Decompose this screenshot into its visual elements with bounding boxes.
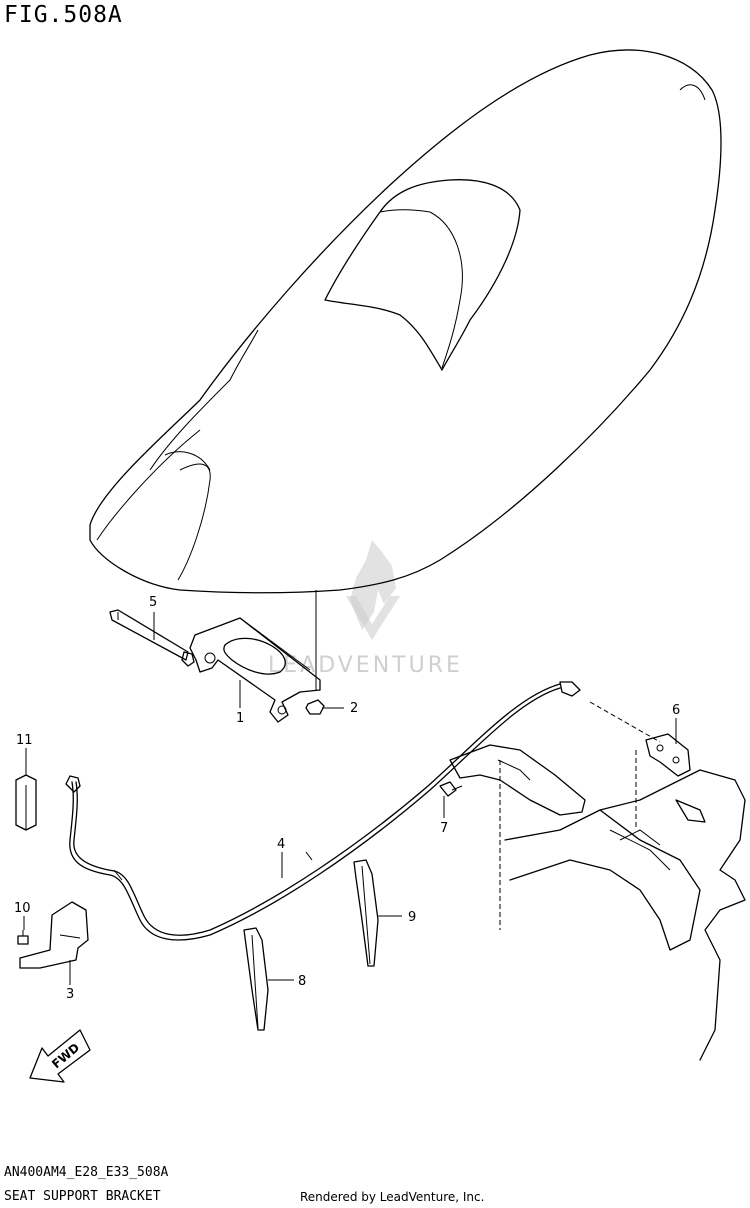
bolt-part-5[interactable] <box>109 609 195 667</box>
figure-title: FIG.508A <box>4 2 123 28</box>
spacer-part-11[interactable] <box>15 774 37 831</box>
rendered-by-credit: Rendered by LeadVenture, Inc. <box>300 1190 485 1204</box>
frame <box>449 744 746 1061</box>
diagram-caption: SEAT SUPPORT BRACKET <box>4 1189 161 1204</box>
fwd-arrow-icon: FWD <box>29 1029 91 1083</box>
callout-5: 5 <box>149 595 157 610</box>
screw-part-10[interactable] <box>17 930 29 945</box>
seat-latch-part-6[interactable] <box>589 701 691 777</box>
callout-8: 8 <box>298 974 306 989</box>
callout-10: 10 <box>14 901 31 916</box>
fwd-label: FWD <box>49 1040 82 1071</box>
screw-part-7[interactable] <box>439 781 463 797</box>
watermark-text: LEADVENTURE <box>268 653 463 678</box>
clamp-part-9[interactable] <box>353 859 379 967</box>
callout-1: 1 <box>236 711 244 726</box>
callout-7: 7 <box>440 821 448 836</box>
seat-bracket-part-1[interactable] <box>189 617 321 723</box>
cable-holder-part-3[interactable] <box>19 901 89 969</box>
nut-part-2[interactable] <box>305 699 325 715</box>
diagram-code: AN400AM4_E28_E33_508A <box>4 1165 169 1180</box>
seat[interactable] <box>89 49 722 690</box>
callout-2: 2 <box>350 701 358 716</box>
callout-9: 9 <box>408 910 416 925</box>
seat-lock-cable-part-4[interactable] <box>65 681 581 941</box>
leadventure-watermark: LEADVENTURE <box>268 540 463 678</box>
callout-6: 6 <box>672 703 680 718</box>
leader-lines <box>23 612 677 985</box>
callout-3: 3 <box>66 987 74 1002</box>
clamp-part-8[interactable] <box>243 927 269 1031</box>
callout-11: 11 <box>16 733 33 748</box>
callout-4: 4 <box>277 837 285 852</box>
